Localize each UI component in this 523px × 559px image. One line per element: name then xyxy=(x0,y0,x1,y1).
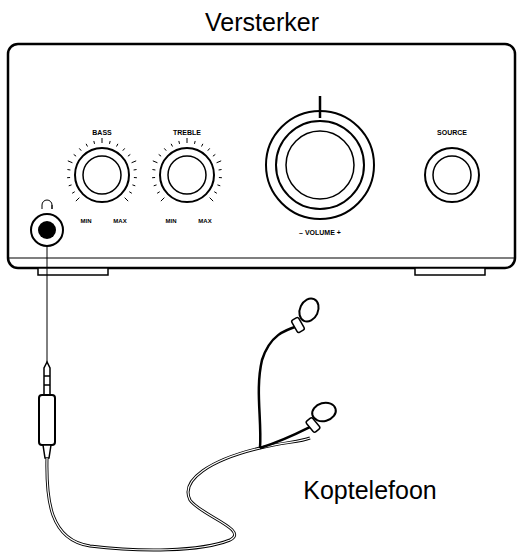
plug-body xyxy=(39,395,55,445)
scale-tick xyxy=(102,138,103,143)
scale-tick xyxy=(219,177,222,178)
scale-tick xyxy=(208,148,210,150)
scale-tick xyxy=(164,148,166,150)
scale-tick xyxy=(202,144,203,147)
scale-tick xyxy=(86,144,87,147)
knob-label: – VOLUME + xyxy=(299,229,341,236)
scale-label: MAX xyxy=(113,218,126,224)
headphone-jack xyxy=(31,214,63,246)
scale-tick xyxy=(128,154,130,156)
source-knob-cap xyxy=(433,156,471,194)
source-knob xyxy=(425,148,479,202)
plug-ring xyxy=(44,375,50,377)
scale-tick xyxy=(152,177,155,178)
scale-tick xyxy=(109,141,111,144)
jack-hole xyxy=(38,221,56,239)
scale-tick xyxy=(74,154,76,156)
scale-label: MAX xyxy=(198,218,211,224)
foot xyxy=(38,268,108,275)
scale-tick xyxy=(187,138,188,143)
cable-right xyxy=(260,426,312,448)
scale-tick xyxy=(171,144,172,147)
scale-tick xyxy=(79,148,81,150)
scale-tick xyxy=(134,169,137,170)
scale-tick xyxy=(219,169,222,170)
plug-guide xyxy=(47,246,48,362)
volume-pointer xyxy=(319,96,322,118)
scale-tick xyxy=(132,161,137,163)
scale-tick xyxy=(157,192,160,194)
scale-tick xyxy=(217,184,220,186)
knob-label: SOURCE xyxy=(437,129,467,136)
title-label: Versterker xyxy=(205,10,319,35)
scale-tick xyxy=(125,198,129,202)
scale-tick xyxy=(159,154,161,156)
scale-tick xyxy=(213,154,215,156)
scale-tick xyxy=(68,161,73,163)
earbud xyxy=(291,295,322,333)
scale-tick xyxy=(210,198,214,202)
housing-edge xyxy=(8,257,515,258)
cable-left xyxy=(259,326,298,448)
scale-tick xyxy=(217,161,222,163)
scale-tick xyxy=(67,177,70,178)
cable-highlight xyxy=(47,438,310,550)
scale-tick xyxy=(154,184,157,186)
scale-label: MIN xyxy=(166,218,177,224)
scale-tick xyxy=(129,192,132,194)
scale-tick xyxy=(67,169,70,170)
headphone-symbol xyxy=(42,200,52,209)
scale-tick xyxy=(132,184,135,186)
bass-knob-cap xyxy=(83,156,121,194)
scale-tick xyxy=(117,144,118,147)
scale-tick xyxy=(178,141,180,144)
scale-tick xyxy=(161,198,165,202)
foot xyxy=(415,268,485,275)
plug-strain-relief xyxy=(43,445,51,458)
scale-tick xyxy=(134,177,137,178)
plug-ring xyxy=(44,384,50,386)
scale-tick xyxy=(153,161,158,163)
knob-label: BASS xyxy=(92,129,111,136)
plug-tip xyxy=(44,362,50,395)
scale-tick xyxy=(72,192,75,194)
earbud xyxy=(305,400,337,433)
scale-label: MIN xyxy=(81,218,92,224)
treble-knob xyxy=(160,148,214,202)
treble-knob-cap xyxy=(168,156,206,194)
amplifier-housing xyxy=(8,44,515,268)
scale-tick xyxy=(76,198,80,202)
scale-tick xyxy=(123,148,125,150)
scale-tick xyxy=(69,184,72,186)
volume-knob-cap xyxy=(286,131,354,199)
scale-tick xyxy=(194,141,196,144)
bass-knob xyxy=(75,148,129,202)
headphone-cable xyxy=(47,438,310,550)
volume-knob xyxy=(276,121,364,209)
part-label: Koptelefoon xyxy=(303,478,436,503)
scale-ticks xyxy=(67,138,222,201)
scale-tick xyxy=(93,141,95,144)
knob-label: TREBLE xyxy=(173,129,201,136)
scale-tick xyxy=(214,192,217,194)
volume-ring xyxy=(266,111,374,219)
scale-tick xyxy=(152,169,155,170)
